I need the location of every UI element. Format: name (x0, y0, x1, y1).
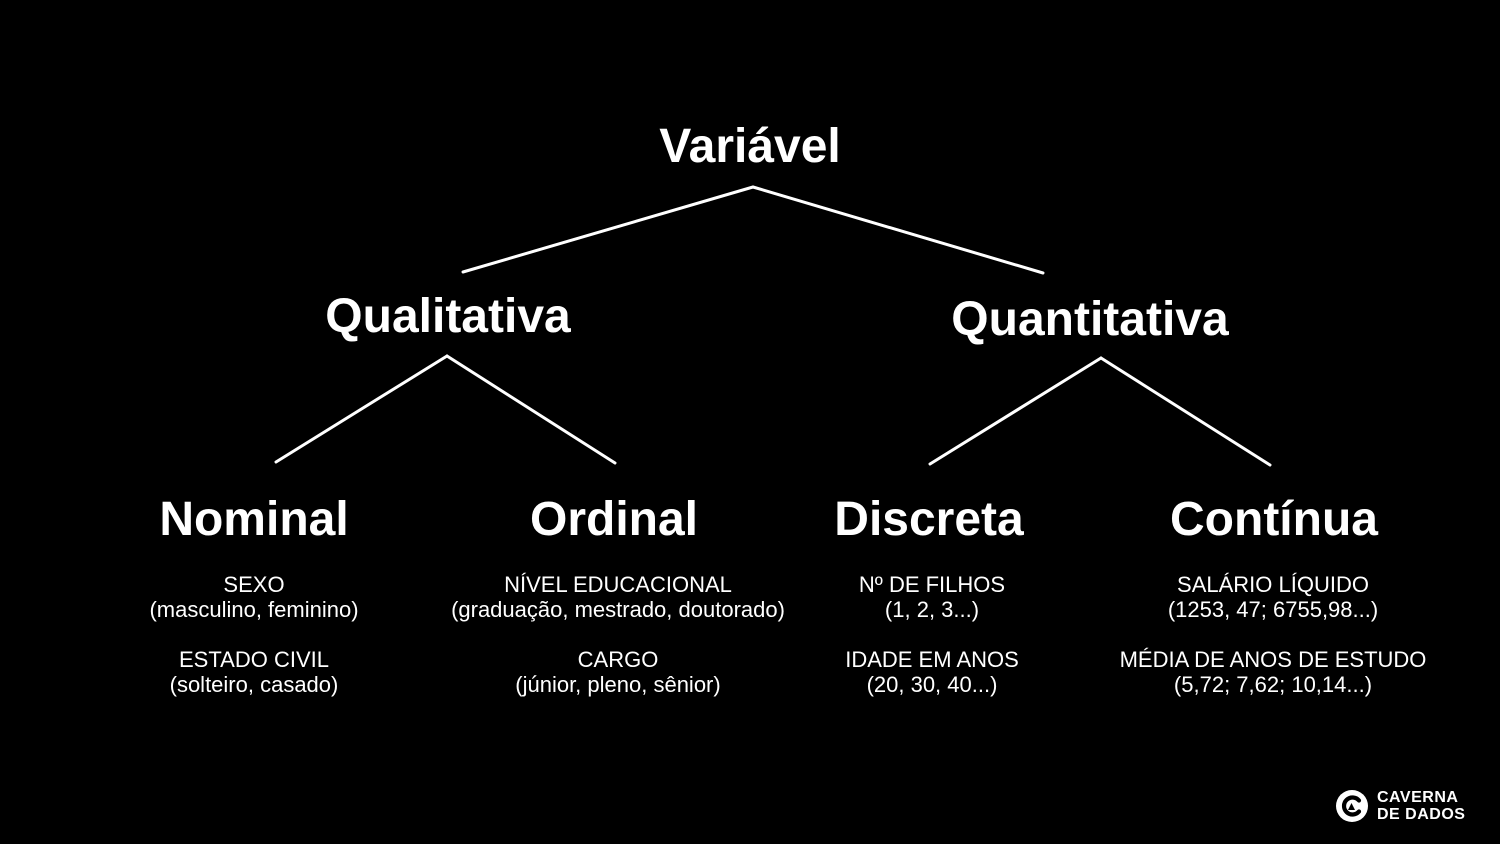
examples-continua: SALÁRIO LÍQUIDO (1253, 47; 6755,98...) M… (1120, 572, 1427, 722)
example-item: SALÁRIO LÍQUIDO (1253, 47; 6755,98...) (1120, 572, 1427, 622)
example-name: SEXO (223, 572, 285, 597)
example-values: (graduação, mestrado, doutorado) (451, 597, 785, 622)
node-discreta: Discreta (834, 493, 1024, 546)
example-item: NÍVEL EDUCACIONAL (graduação, mestrado, … (451, 572, 785, 622)
example-item: CARGO (júnior, pleno, sênior) (451, 647, 785, 697)
connector-qualitativa-nominal (274, 354, 449, 464)
example-name: IDADE EM ANOS (845, 647, 1019, 672)
brand-line-2: DE DADOS (1377, 806, 1466, 823)
example-name: CARGO (577, 647, 659, 672)
node-variavel: Variável (659, 120, 841, 173)
example-name: MÉDIA DE ANOS DE ESTUDO (1119, 647, 1427, 672)
connector-quantitativa-continua (1099, 356, 1272, 467)
example-values: (masculino, feminino) (149, 597, 359, 622)
examples-ordinal: NÍVEL EDUCACIONAL (graduação, mestrado, … (451, 572, 785, 722)
caverna-de-dados-logo-icon (1336, 790, 1368, 822)
node-qualitativa: Qualitativa (325, 290, 571, 343)
example-item: MÉDIA DE ANOS DE ESTUDO (5,72; 7,62; 10,… (1120, 647, 1427, 697)
connector-qualitativa-ordinal (445, 354, 617, 465)
examples-discreta: Nº DE FILHOS (1, 2, 3...) IDADE EM ANOS … (845, 572, 1019, 722)
example-name: Nº DE FILHOS (858, 572, 1006, 597)
example-values: (1, 2, 3...) (884, 597, 980, 622)
node-quantitativa: Quantitativa (951, 293, 1229, 346)
example-values: (5,72; 7,62; 10,14...) (1173, 672, 1373, 697)
example-item: Nº DE FILHOS (1, 2, 3...) (845, 572, 1019, 622)
node-continua: Contínua (1170, 493, 1378, 546)
node-nominal: Nominal (159, 493, 349, 546)
connector-variavel-qualitativa (461, 185, 755, 274)
examples-nominal: SEXO (masculino, feminino) ESTADO CIVIL … (149, 572, 358, 722)
example-values: (1253, 47; 6755,98...) (1167, 597, 1379, 622)
brand-logo: CAVERNA DE DADOS (1335, 789, 1465, 823)
example-name: SALÁRIO LÍQUIDO (1177, 572, 1369, 597)
example-item: ESTADO CIVIL (solteiro, casado) (149, 647, 358, 697)
connector-variavel-quantitativa (751, 185, 1045, 275)
example-values: (solteiro, casado) (169, 672, 339, 697)
connector-quantitativa-discreta (928, 356, 1103, 466)
brand-line-1: CAVERNA (1377, 789, 1459, 806)
example-name: ESTADO CIVIL (179, 647, 329, 672)
example-item: SEXO (masculino, feminino) (149, 572, 358, 622)
example-item: IDADE EM ANOS (20, 30, 40...) (845, 647, 1019, 697)
example-values: (júnior, pleno, sênior) (515, 672, 721, 697)
example-values: (20, 30, 40...) (866, 672, 998, 697)
brand-wordmark: CAVERNA DE DADOS (1377, 789, 1465, 823)
example-name: NÍVEL EDUCACIONAL (504, 572, 732, 597)
node-ordinal: Ordinal (529, 493, 699, 546)
